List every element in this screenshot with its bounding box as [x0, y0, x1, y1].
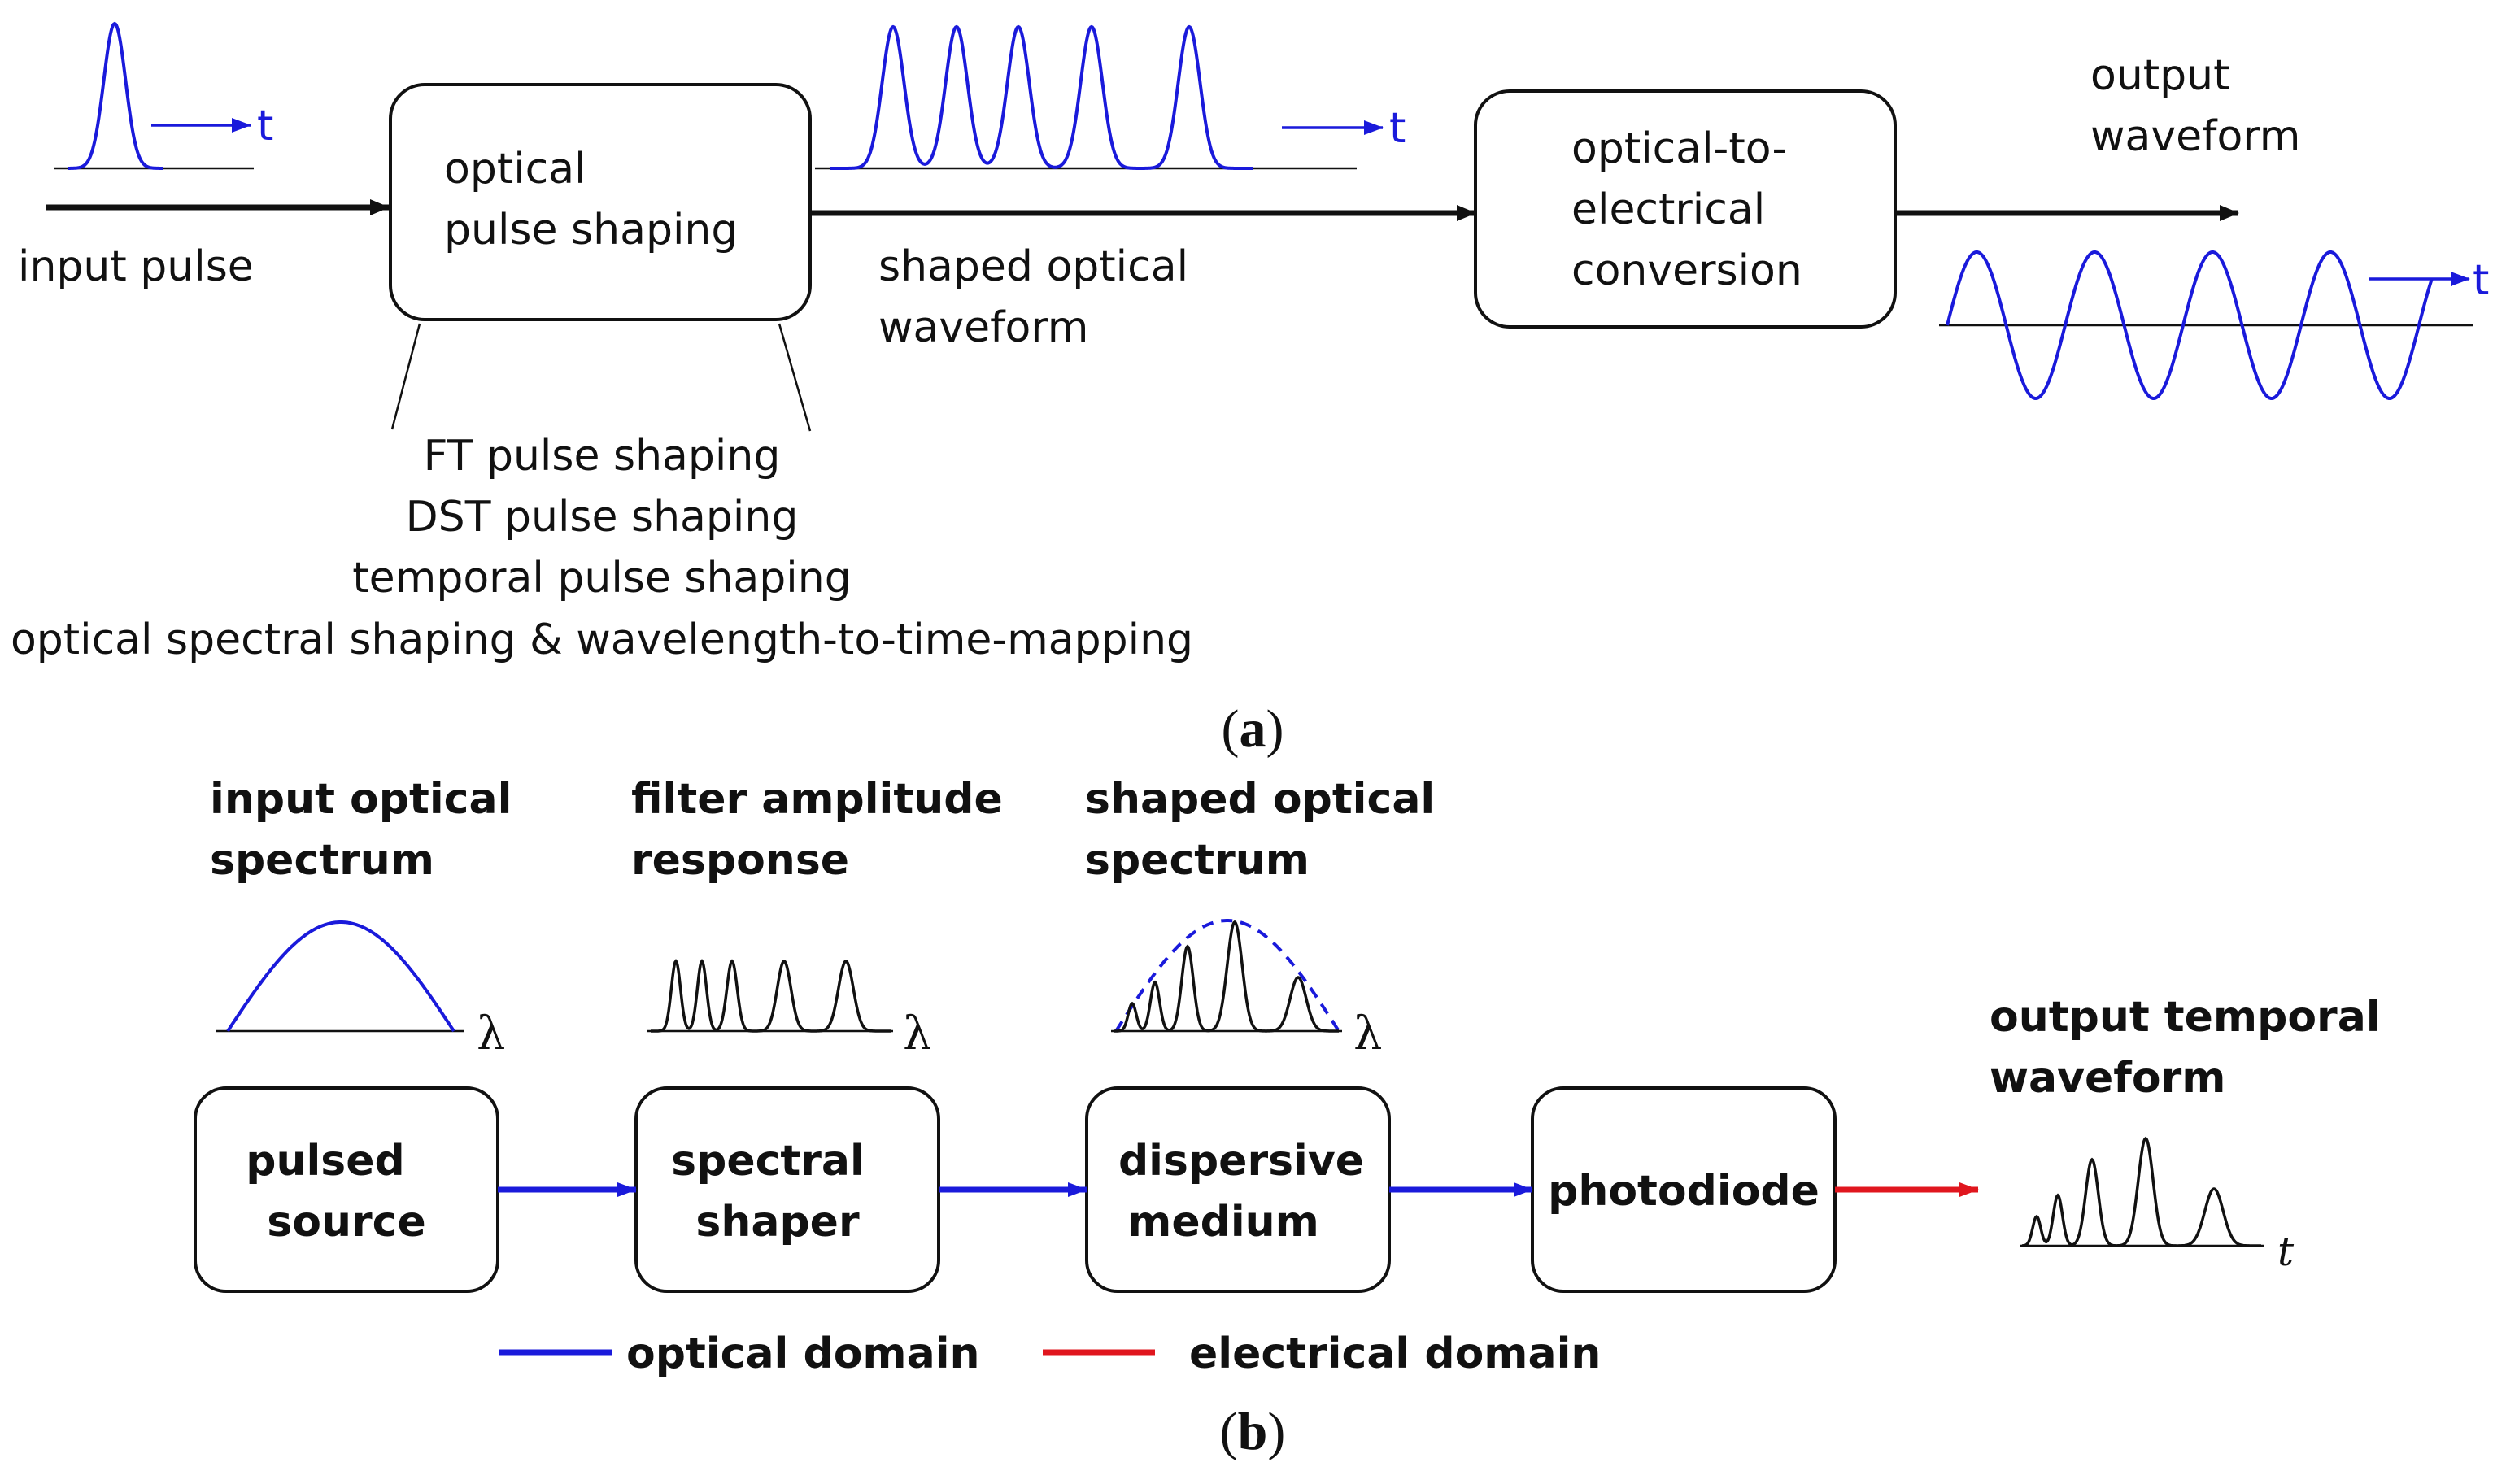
oe-box-line-2: electrical [1571, 185, 1765, 234]
shaped-spectrum-inset: λ [1111, 919, 1383, 1060]
input-spectrum-axis-label: λ [477, 1007, 506, 1060]
pulse-shaping-methods: FT pulse shaping DST pulse shaping tempo… [11, 432, 1193, 664]
filter-response-curve [651, 959, 891, 1033]
shaped-spectrum-envelope-dashed [1114, 919, 1340, 1033]
input-time-axis-label: t [257, 102, 273, 150]
block-pulsed-source-line-2: source [267, 1198, 425, 1247]
block-pulsed-source: pulsed source [194, 1086, 499, 1293]
spectrum-3-title-line-1: shaped optical [1085, 775, 1435, 824]
shaped-time-axis-label: t [1389, 104, 1406, 153]
optical-pulse-shaping-box: optical pulse shaping [389, 83, 812, 321]
block-pulsed-source-line-1: pulsed [246, 1137, 405, 1186]
method-4: optical spectral shaping & wavelength-to… [11, 616, 1193, 664]
output-waveform-inset: t [1939, 250, 2489, 400]
block-photodiode-line-1: photodiode [1548, 1167, 1820, 1216]
legend-optical-label: optical domain [626, 1330, 980, 1378]
spectrum-3-title-line-2: spectrum [1085, 836, 1310, 885]
caption-a: (a) [1222, 699, 1284, 759]
input-spectrum-curve [226, 920, 455, 1033]
spectrum-2-title-line-1: filter amplitude [631, 775, 1003, 824]
method-3: temporal pulse shaping [352, 554, 851, 603]
panel-a: t input pulse optical pulse shaping FT p… [11, 21, 2489, 759]
shaper-box-line-2: pulse shaping [444, 206, 738, 255]
shaped-pulse-train-curve [830, 24, 1253, 170]
output-temporal-title-line-1: output temporal [1990, 993, 2381, 1042]
output-temporal-inset: t [2020, 1136, 2295, 1275]
output-waveform-label-1: output [2090, 51, 2230, 100]
input-pulse-inset: t [54, 21, 273, 170]
method-1: FT pulse shaping [424, 432, 781, 481]
output-sine-curve [1946, 250, 2434, 400]
shaped-spectrum-axis-label: λ [1353, 1007, 1383, 1060]
method-2: DST pulse shaping [406, 493, 799, 542]
filter-response-inset: λ [647, 959, 932, 1060]
block-dispersive-medium-line-2: medium [1127, 1198, 1319, 1247]
output-waveform-label-2: waveform [2090, 112, 2300, 161]
oe-box-line-3: conversion [1571, 246, 1802, 295]
filter-response-axis-label: λ [903, 1007, 932, 1060]
output-temporal-curve [2021, 1136, 2261, 1247]
block-spectral-shaper-line-2: shaper [695, 1198, 860, 1247]
spectrum-1-title-line-1: input optical [210, 775, 512, 824]
oe-box-line-1: optical-to- [1571, 124, 1787, 173]
input-pulse-label: input pulse [18, 242, 254, 291]
output-temporal-title-line-2: waveform [1990, 1054, 2225, 1103]
shaper-callout-right [778, 323, 812, 432]
block-spectral-shaper-line-1: spectral [671, 1137, 865, 1186]
panel-b: input optical spectrum filter amplitude … [194, 775, 2381, 1461]
block-photodiode: photodiode [1531, 1086, 1837, 1293]
shaped-waveform-label-2: waveform [878, 303, 1088, 352]
block-spectral-shaper: spectral shaper [634, 1086, 940, 1293]
legend-electrical-label: electrical domain [1189, 1330, 1601, 1378]
output-time-axis-label: t [2473, 256, 2489, 305]
shaped-spectrum-curve [1114, 920, 1339, 1033]
legend: optical domain electrical domain [499, 1330, 1601, 1378]
output-temporal-axis-label: t [2277, 1228, 2295, 1275]
shaped-waveform-label-1: shaped optical [878, 242, 1188, 291]
shaper-box-line-1: optical [444, 145, 586, 194]
spectrum-2-title-line-2: response [631, 836, 849, 885]
optical-to-electrical-box: optical-to- electrical conversion [1474, 89, 1897, 329]
shaper-callout-left [390, 323, 421, 430]
shaped-waveform-inset: t [815, 24, 1406, 170]
caption-b: (b) [1220, 1402, 1286, 1461]
spectrum-1-title-line-2: spectrum [210, 836, 434, 885]
input-pulse-curve [68, 21, 163, 170]
block-dispersive-medium-line-1: dispersive [1118, 1137, 1364, 1186]
input-spectrum-inset: λ [216, 920, 506, 1060]
block-dispersive-medium: dispersive medium [1085, 1086, 1391, 1293]
